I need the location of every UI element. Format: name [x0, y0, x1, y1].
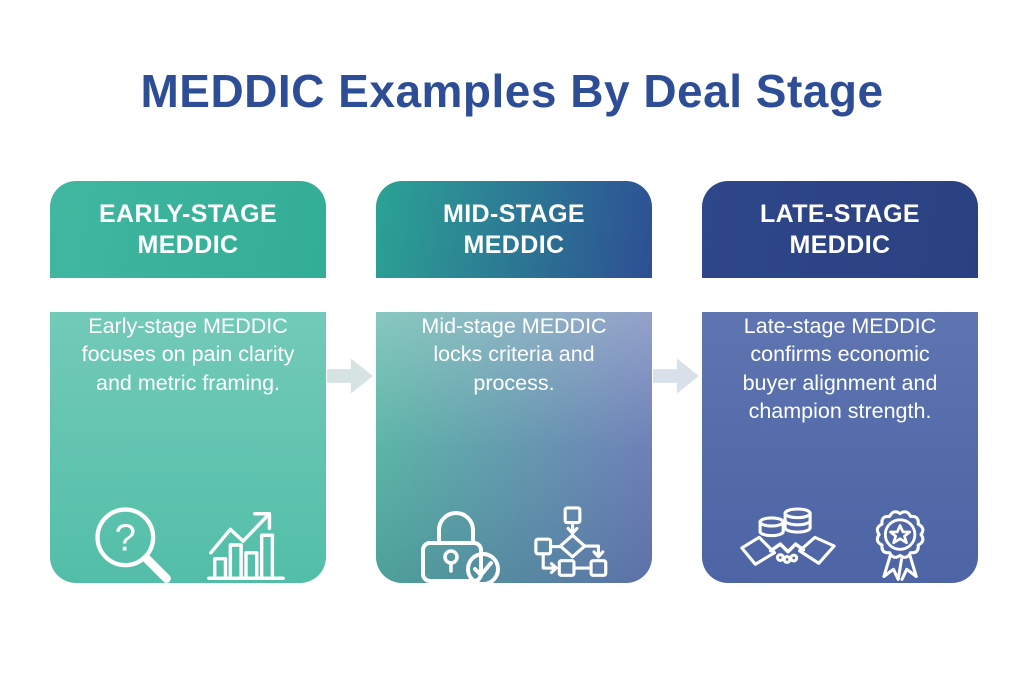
icons-row-mid	[376, 503, 652, 583]
magnifier-question-icon: ?	[95, 507, 171, 583]
stage-card-late: LATE-STAGE MEDDIC Late-stage MEDDIC conf…	[702, 181, 978, 583]
card-header-early: EARLY-STAGE MEDDIC	[50, 181, 326, 278]
flow-arrow-mid-to-late	[653, 358, 699, 394]
card-text-early: Early-stage MEDDIC focuses on pain clari…	[81, 314, 295, 395]
card-body-early: Early-stage MEDDIC focuses on pain clari…	[50, 312, 326, 583]
award-ribbon-icon	[875, 510, 925, 581]
icons-row-early: ?	[50, 499, 326, 583]
stage-card-early: EARLY-STAGE MEDDIC Early-stage MEDDIC fo…	[50, 181, 326, 583]
stage-card-mid: MID-STAGE MEDDIC Mid-stage MEDDIC locks …	[376, 181, 652, 583]
lock-check-icon	[421, 511, 500, 583]
flowchart-icon	[534, 506, 608, 577]
card-header-late: LATE-STAGE MEDDIC	[702, 181, 978, 278]
svg-text:?: ?	[115, 517, 136, 560]
card-text-late: Late-stage MEDDIC confirms economic buye…	[742, 314, 938, 424]
handshake-coins-icon	[740, 507, 836, 566]
flow-arrow-early-to-mid	[327, 358, 373, 394]
icons-row-late	[702, 501, 978, 583]
card-body-late: Late-stage MEDDIC confirms economic buye…	[702, 312, 978, 583]
page-title: MEDDIC Examples By Deal Stage	[140, 65, 884, 117]
card-header-mid: MID-STAGE MEDDIC	[376, 181, 652, 278]
card-body-mid: Mid-stage MEDDIC locks criteria and proc…	[376, 312, 652, 583]
bar-chart-growth-icon	[207, 512, 285, 580]
card-text-mid: Mid-stage MEDDIC locks criteria and proc…	[421, 314, 607, 395]
